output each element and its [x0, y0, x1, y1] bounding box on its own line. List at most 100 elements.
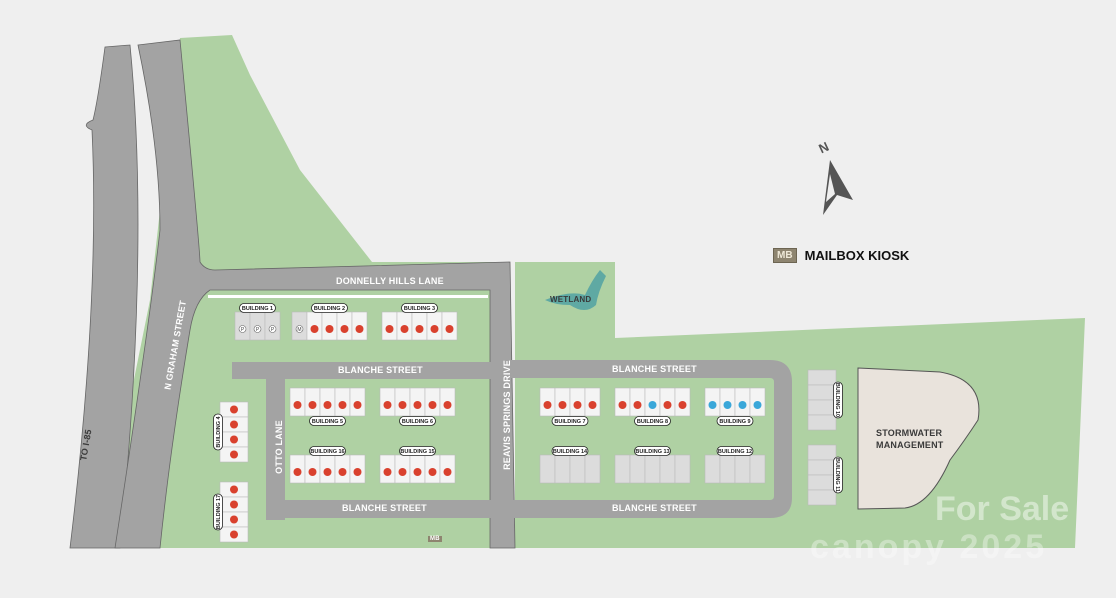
- sold-marker: [293, 468, 302, 476]
- building[interactable]: BUILDING 14: [539, 446, 601, 484]
- sold-marker: [415, 325, 424, 333]
- building[interactable]: BUILDING 15: [379, 446, 456, 484]
- sold-marker: [588, 401, 597, 409]
- building[interactable]: BUILDING 16: [289, 446, 366, 484]
- sold-marker: [338, 468, 347, 476]
- sold-marker: [633, 401, 642, 409]
- building[interactable]: BUILDING 9: [704, 387, 766, 426]
- unit-lot[interactable]: [614, 454, 631, 484]
- unit-lot[interactable]: [569, 454, 586, 484]
- unit-lot[interactable]: [749, 454, 766, 484]
- sold-marker: [325, 325, 334, 333]
- building[interactable]: BUILDING 13: [614, 446, 691, 484]
- unit-lot[interactable]: [539, 454, 556, 484]
- sold-marker: [338, 401, 347, 409]
- unit-lot[interactable]: [704, 454, 721, 484]
- sold-marker: [230, 405, 238, 414]
- building[interactable]: BUILDING 3: [381, 303, 458, 341]
- unit-lot[interactable]: [807, 399, 837, 416]
- building-label: BUILDING 3: [401, 303, 438, 313]
- building[interactable]: BUILDING 17: [213, 481, 249, 543]
- building[interactable]: BUILDING 12: [704, 446, 766, 484]
- sold-marker: [430, 325, 439, 333]
- unit-letter-marker: [268, 325, 277, 333]
- sold-marker: [230, 435, 238, 444]
- sold-marker: [663, 401, 672, 409]
- svg-text:BUILDING 17: BUILDING 17: [216, 495, 222, 529]
- building-label: BUILDING 5: [309, 416, 346, 426]
- unit-lot[interactable]: [807, 474, 837, 491]
- svg-text:BUILDING 1: BUILDING 1: [242, 306, 273, 312]
- building-label: BUILDING 6: [399, 416, 436, 426]
- watermark: For Sale: [935, 490, 1070, 528]
- mailbox-marker: MB: [428, 536, 442, 542]
- building[interactable]: BUILDING 10: [807, 369, 843, 431]
- building[interactable]: M BUILDING 2: [291, 303, 368, 341]
- sold-marker: [353, 401, 362, 409]
- building-label: BUILDING 10: [833, 381, 843, 419]
- sold-marker: [230, 530, 238, 539]
- n-graham-street-east: [114, 39, 516, 549]
- sold-marker: [413, 468, 422, 476]
- unit-lot[interactable]: [734, 454, 751, 484]
- building[interactable]: BUILDING 8: [614, 387, 691, 426]
- sold-marker: [355, 325, 364, 333]
- building[interactable]: BUILDING 7: [539, 387, 601, 426]
- unit-letter: P: [271, 327, 275, 333]
- sold-marker: [230, 500, 238, 509]
- svg-text:BUILDING 16: BUILDING 16: [310, 449, 344, 455]
- svg-text:BUILDING 10: BUILDING 10: [834, 383, 840, 417]
- sold-marker: [543, 401, 552, 409]
- available-marker: [723, 401, 732, 409]
- unit-lot[interactable]: [644, 454, 661, 484]
- unit-lot[interactable]: [807, 444, 837, 461]
- unit-letter-marker: [253, 325, 262, 333]
- building[interactable]: BUILDING 4: [213, 401, 249, 463]
- svg-text:BUILDING 6: BUILDING 6: [402, 419, 433, 425]
- building-label: BUILDING 14: [551, 446, 589, 456]
- stormwater-label: MANAGEMENT: [876, 440, 944, 450]
- sold-marker: [443, 401, 452, 409]
- sold-marker: [230, 450, 238, 459]
- blanche-street-label: BLANCHE STREET: [342, 503, 427, 513]
- building-label: BUILDING 15: [399, 446, 436, 456]
- unit-lot[interactable]: [807, 459, 837, 476]
- unit-lot[interactable]: [584, 454, 601, 484]
- svg-text:BUILDING 11: BUILDING 11: [834, 458, 840, 492]
- blanche-street-label: BLANCHE STREET: [612, 364, 697, 374]
- unit-lot[interactable]: [807, 384, 837, 401]
- north-arrow: N: [815, 138, 875, 225]
- building-label: BUILDING 13: [634, 446, 671, 456]
- building-label: BUILDING 2: [311, 303, 348, 313]
- unit-lot[interactable]: [807, 489, 837, 506]
- sold-marker: [383, 401, 392, 409]
- wetland-label: WETLAND: [550, 295, 592, 304]
- sold-marker: [573, 401, 582, 409]
- unit-letter: M: [297, 327, 301, 333]
- sold-marker: [428, 468, 437, 476]
- unit-lot[interactable]: [719, 454, 736, 484]
- unit-lot[interactable]: [674, 454, 691, 484]
- building[interactable]: BUILDING 11: [807, 444, 843, 506]
- sold-marker: [308, 401, 317, 409]
- sold-marker: [445, 325, 454, 333]
- unit-lot[interactable]: [629, 454, 646, 484]
- mailbox-badge: MB: [773, 248, 797, 263]
- sold-marker: [443, 468, 452, 476]
- unit-letter: P: [256, 327, 260, 333]
- building-label: BUILDING 7: [551, 416, 589, 426]
- unit-lot[interactable]: [554, 454, 571, 484]
- unit-lot[interactable]: [659, 454, 676, 484]
- wetland-pond: [545, 270, 606, 310]
- unit-lot[interactable]: [807, 369, 837, 386]
- unit-lot[interactable]: [807, 414, 837, 431]
- sold-marker: [398, 401, 407, 409]
- stormwater-area: [857, 367, 980, 510]
- sold-marker: [230, 485, 238, 494]
- sold-marker: [323, 468, 332, 476]
- building[interactable]: BUILDING 6: [379, 387, 456, 426]
- north-label: N: [816, 138, 832, 157]
- building[interactable]: BUILDING 5: [289, 387, 366, 426]
